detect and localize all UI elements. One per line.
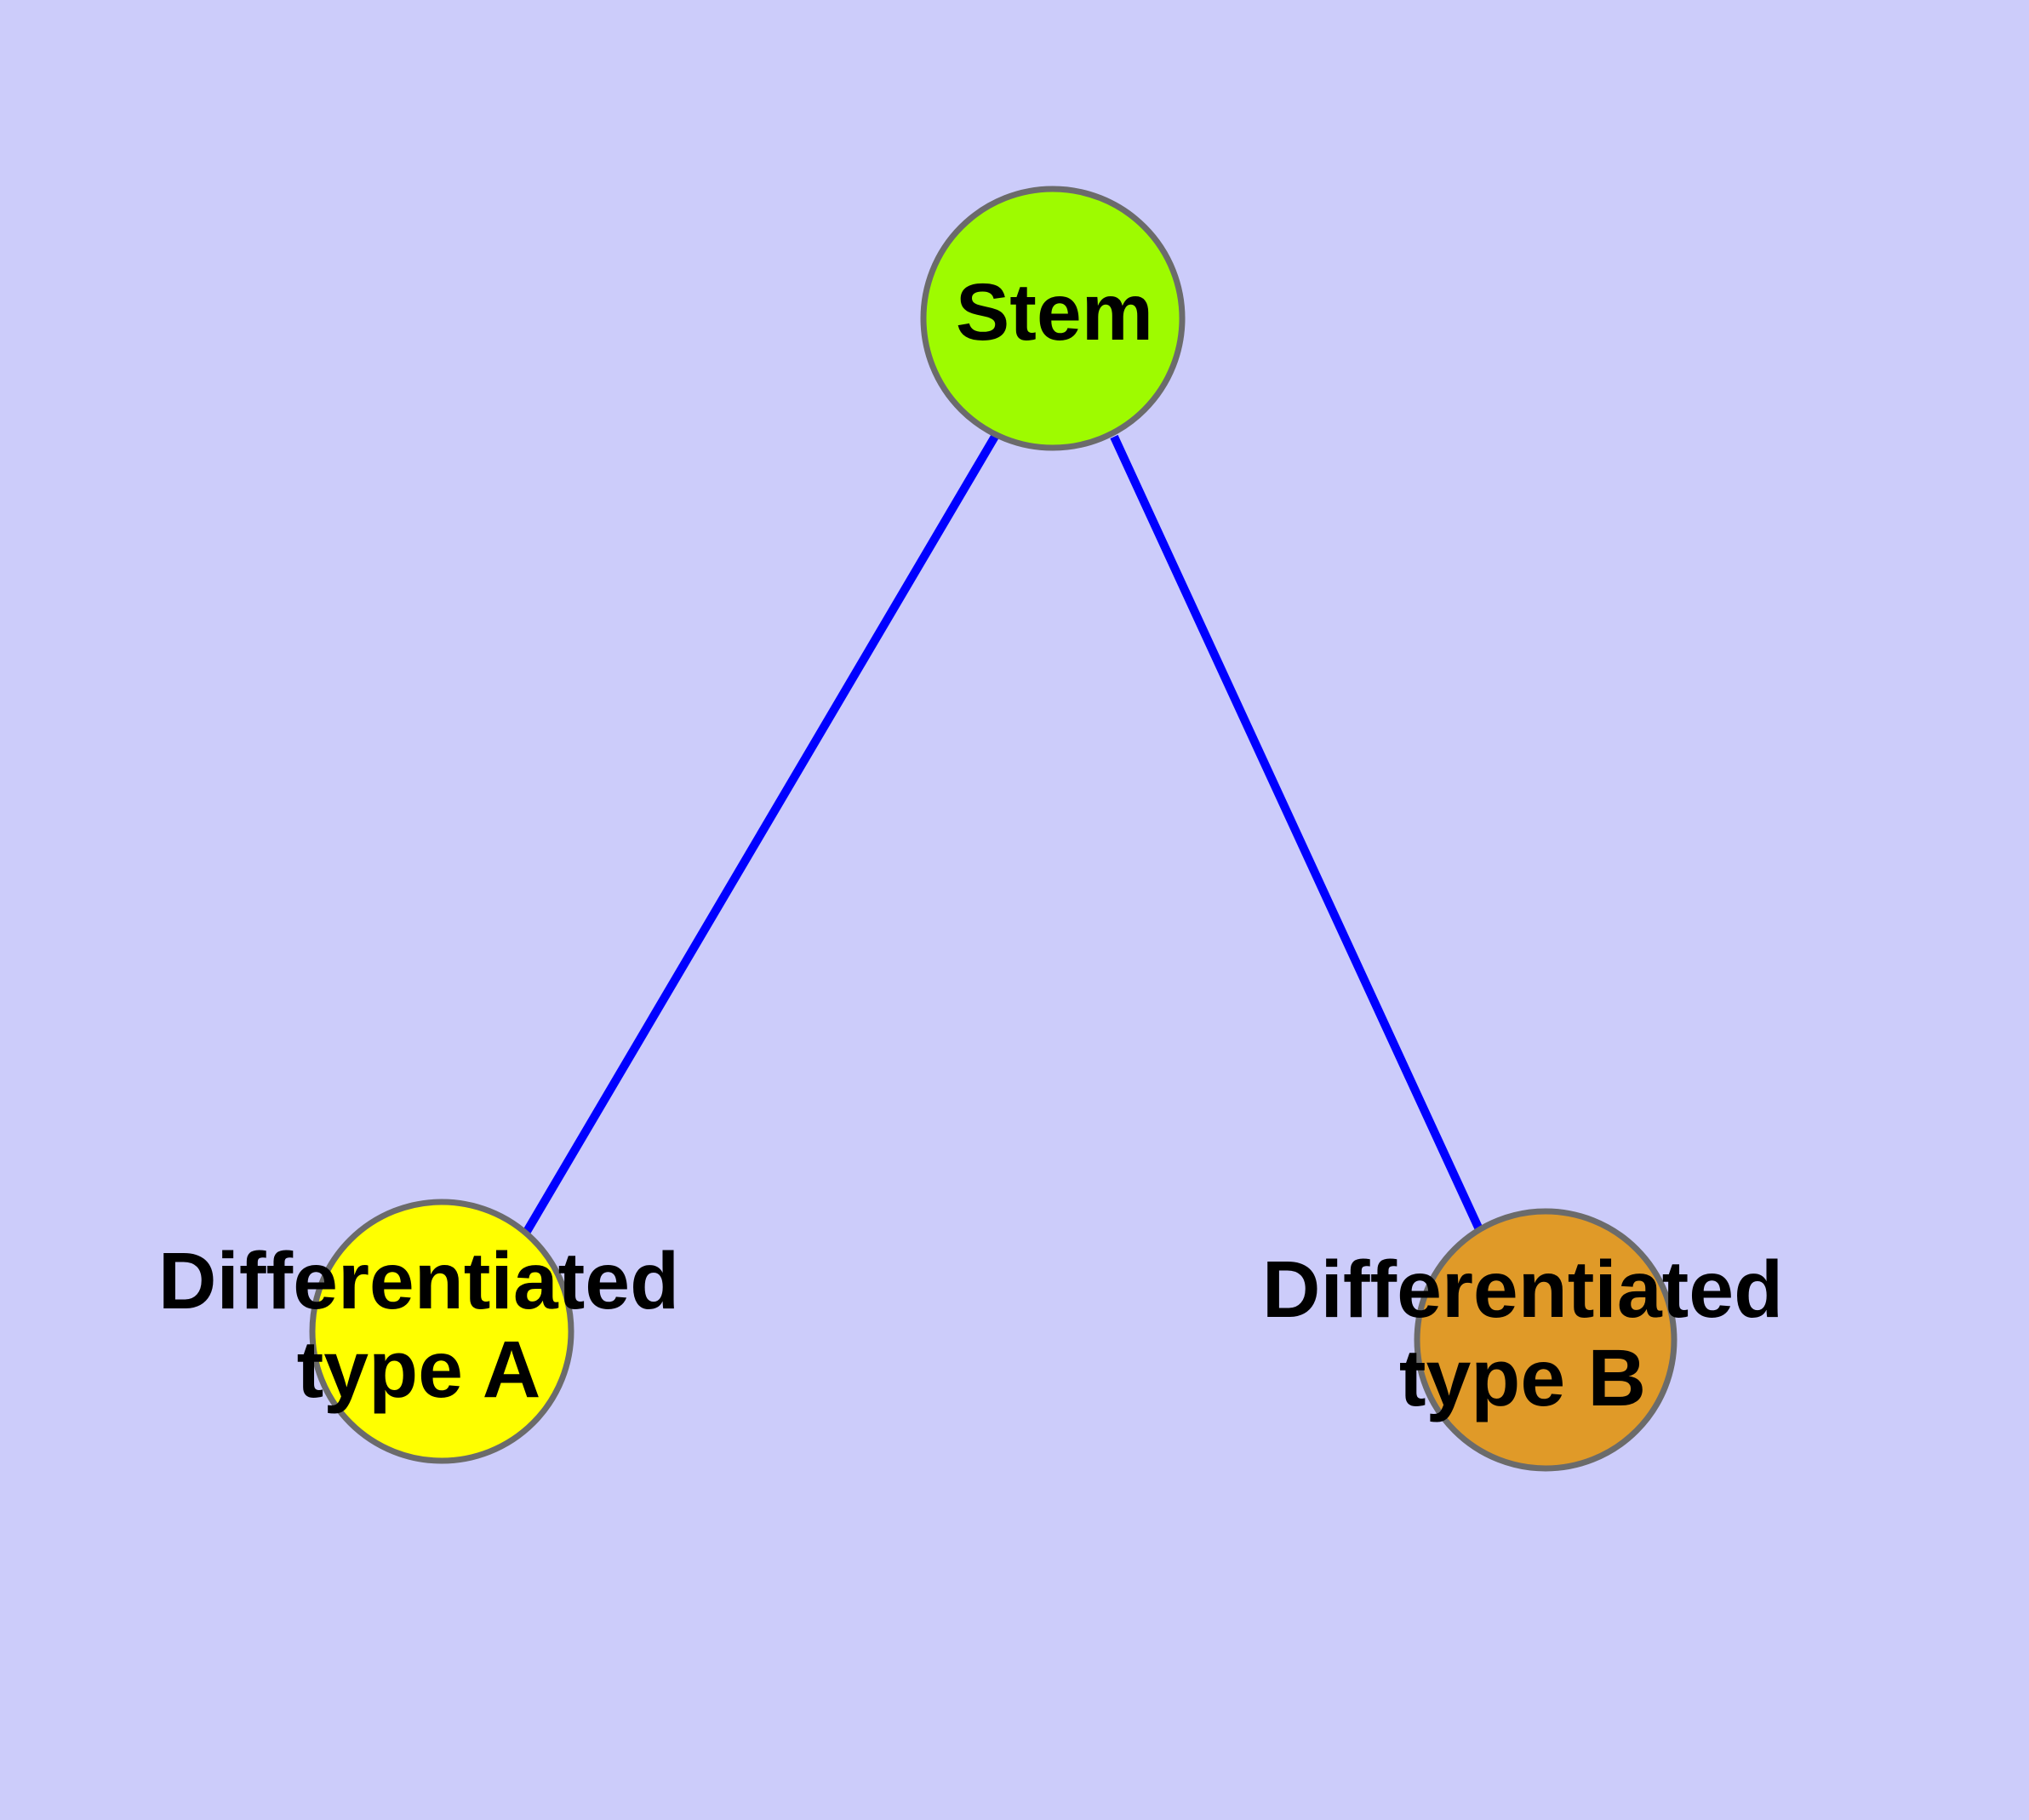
edge-stem-to-differentiated-type-b[interactable] xyxy=(1110,434,1483,1230)
node-label-stem: Stem xyxy=(956,267,1153,358)
edges-group xyxy=(521,432,1483,1237)
nodes-group xyxy=(309,186,1677,1472)
node-circle-differentiated-type-b[interactable] xyxy=(1414,1208,1677,1472)
node-circle-stem[interactable] xyxy=(920,186,1186,451)
edge-stem-to-differentiated-type-a[interactable] xyxy=(521,432,1000,1237)
node-circle-differentiated-type-a[interactable] xyxy=(309,1199,574,1464)
